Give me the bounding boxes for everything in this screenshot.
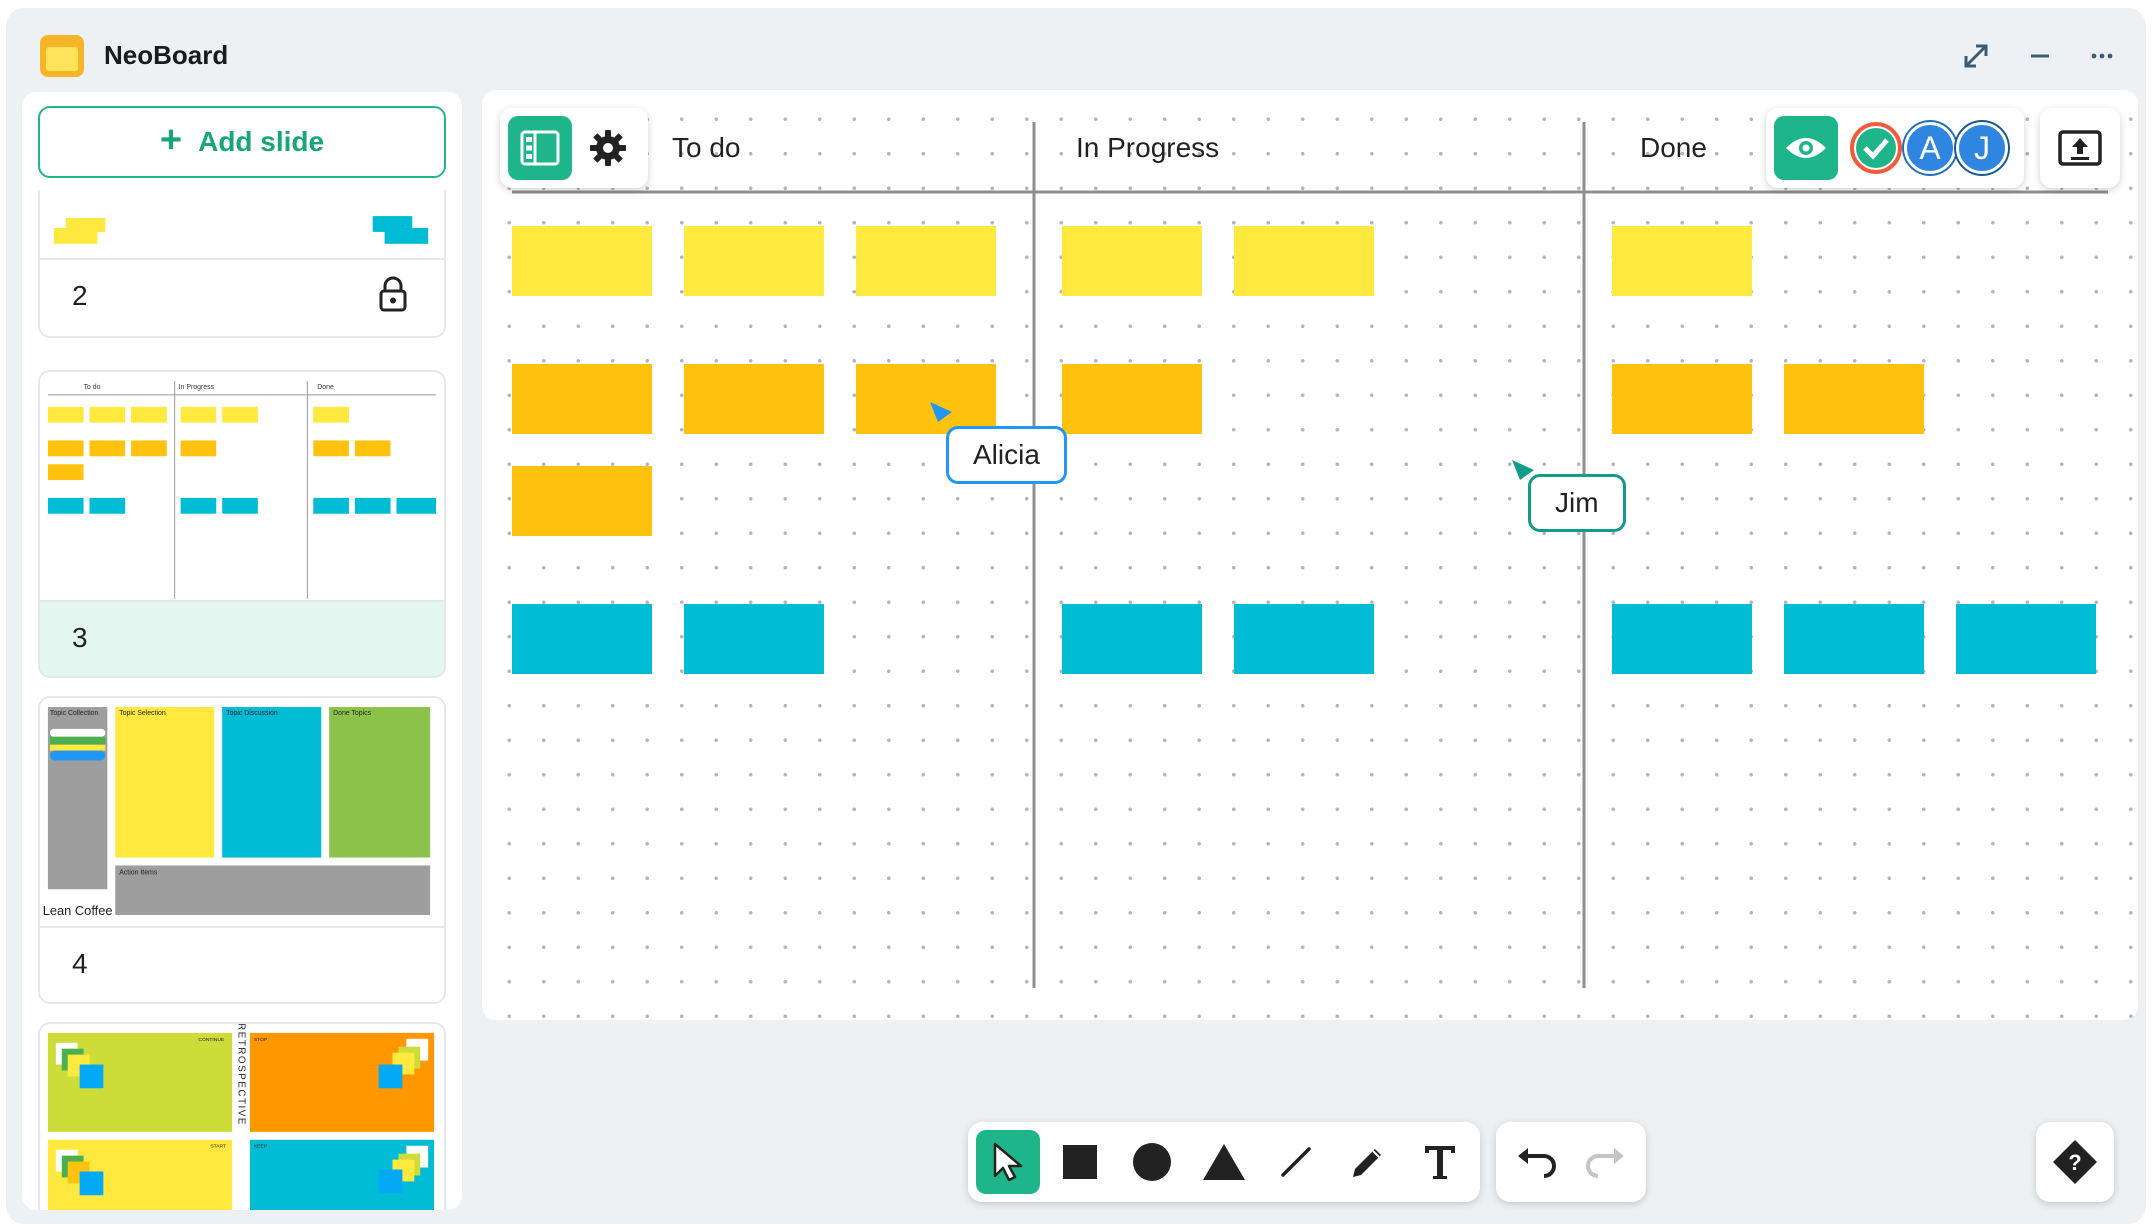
thumb-label: KEEP bbox=[254, 1144, 268, 1150]
cursor-pointer-icon bbox=[930, 402, 952, 422]
drawing-toolbar bbox=[968, 1122, 1480, 1202]
app-title: NeoBoard bbox=[104, 40, 229, 70]
sticky-note[interactable] bbox=[1784, 364, 1924, 434]
thumb-label: Action Items bbox=[119, 869, 158, 876]
sticky-note[interactable] bbox=[684, 364, 824, 434]
app-logo-icon bbox=[40, 35, 84, 77]
line-icon[interactable] bbox=[1264, 1130, 1328, 1194]
slide-item-4[interactable]: Topic Collection Topic Selection Topic D… bbox=[38, 696, 446, 1004]
slide-item-3[interactable]: To do In Progress Done 3 bbox=[38, 370, 446, 678]
slide-item-5[interactable]: CONTINUE STOP START KEEP RETROSPECTIVE bbox=[38, 1022, 446, 1210]
avatar[interactable]: A bbox=[1904, 122, 1956, 174]
redo-icon[interactable] bbox=[1572, 1130, 1636, 1194]
thumb-label: Topic Selection bbox=[119, 710, 166, 717]
svg-text:?: ? bbox=[2068, 1150, 2081, 1175]
checkmark-icon[interactable] bbox=[1850, 122, 1902, 174]
eye-icon[interactable] bbox=[1774, 116, 1838, 180]
sticky-note[interactable] bbox=[684, 226, 824, 296]
rectangle-icon[interactable] bbox=[1048, 1130, 1112, 1194]
slide-thumbnail: CONTINUE STOP START KEEP RETROSPECTIVE bbox=[47, 1024, 435, 1210]
triangle-icon[interactable] bbox=[1192, 1130, 1256, 1194]
sticky-note[interactable] bbox=[1062, 604, 1202, 674]
more-icon[interactable] bbox=[2082, 36, 2122, 76]
thumb-label: CONTINUE bbox=[198, 1037, 224, 1043]
pen-icon[interactable] bbox=[1336, 1130, 1400, 1194]
column-header-done: Done bbox=[1640, 132, 1707, 163]
app-window: NeoBoard + Add slide 2 bbox=[6, 8, 2146, 1224]
column-header-todo: To do bbox=[672, 132, 741, 163]
sticky-note[interactable] bbox=[1234, 604, 1374, 674]
board-grid-lines bbox=[512, 122, 2108, 988]
thumb-label: START bbox=[210, 1144, 226, 1150]
sticky-note[interactable] bbox=[856, 364, 996, 434]
upload-icon[interactable] bbox=[2048, 116, 2112, 180]
undo-icon[interactable] bbox=[1506, 1130, 1570, 1194]
thumb-label: STOP bbox=[254, 1037, 268, 1043]
help-toolbar: ? bbox=[2036, 1122, 2114, 1202]
thumb-label: Topic Collection bbox=[50, 710, 99, 717]
minimize-icon[interactable] bbox=[2020, 36, 2060, 76]
cursor-pointer-icon bbox=[1512, 460, 1534, 480]
sticky-note[interactable] bbox=[1062, 226, 1202, 296]
thumb-label: Topic Discussion bbox=[226, 710, 278, 717]
slides-panel-icon[interactable] bbox=[508, 116, 572, 180]
add-slide-label: Add slide bbox=[198, 126, 325, 157]
select-icon[interactable] bbox=[976, 1130, 1040, 1194]
plus-icon: + bbox=[159, 119, 183, 161]
sticky-note[interactable] bbox=[1612, 226, 1752, 296]
sticky-note[interactable] bbox=[512, 226, 652, 296]
text-icon[interactable] bbox=[1408, 1130, 1472, 1194]
cursor-label-alicia: Alicia bbox=[946, 426, 1067, 484]
board-left-controls bbox=[500, 108, 648, 188]
sticky-note[interactable] bbox=[512, 466, 652, 536]
history-toolbar bbox=[1496, 1122, 1646, 1202]
sticky-note[interactable] bbox=[512, 604, 652, 674]
slides-sidebar: + Add slide 2 To do In Progress Done bbox=[22, 92, 462, 1210]
add-slide-button[interactable]: + Add slide bbox=[38, 106, 446, 178]
thumb-col-progress: In Progress bbox=[179, 384, 215, 391]
column-header-in-progress: In Progress bbox=[1076, 132, 1220, 163]
expand-icon[interactable] bbox=[1956, 36, 1996, 76]
sticky-note[interactable] bbox=[1784, 604, 1924, 674]
slide-thumbnail bbox=[53, 216, 429, 244]
thumb-label: Done Topics bbox=[333, 710, 372, 717]
slide-thumbnail: To do In Progress Done bbox=[47, 381, 437, 599]
slide-number: 2 bbox=[72, 280, 88, 311]
slide-number: 3 bbox=[72, 622, 88, 653]
avatar[interactable]: J bbox=[1956, 122, 2008, 174]
slide-number: 4 bbox=[72, 948, 88, 979]
board-presence-controls: A J bbox=[1766, 108, 2024, 188]
thumb-col-done: Done bbox=[317, 384, 334, 391]
sticky-note[interactable] bbox=[512, 364, 652, 434]
board-canvas[interactable]: To do In Progress Done Alicia Jim bbox=[482, 90, 2138, 1020]
sticky-note[interactable] bbox=[856, 226, 996, 296]
sticky-note[interactable] bbox=[1612, 604, 1752, 674]
gear-icon[interactable] bbox=[576, 116, 640, 180]
help-icon[interactable]: ? bbox=[2043, 1130, 2107, 1194]
thumb-label: Lean Coffee bbox=[43, 903, 113, 918]
cursor-label-jim: Jim bbox=[1528, 474, 1626, 532]
slide-thumbnail: Topic Collection Topic Selection Topic D… bbox=[43, 707, 431, 918]
circle-icon[interactable] bbox=[1120, 1130, 1184, 1194]
thumb-col-todo: To do bbox=[84, 384, 101, 391]
sticky-note[interactable] bbox=[1062, 364, 1202, 434]
sticky-note[interactable] bbox=[1956, 604, 2096, 674]
board-share-controls bbox=[2040, 108, 2120, 188]
title-bar: NeoBoard bbox=[6, 8, 2146, 94]
thumb-retro-text: RETROSPECTIVE bbox=[236, 1024, 247, 1126]
sticky-note[interactable] bbox=[1612, 364, 1752, 434]
sticky-note[interactable] bbox=[684, 604, 824, 674]
sticky-note[interactable] bbox=[1234, 226, 1374, 296]
lock-icon[interactable] bbox=[378, 276, 408, 317]
slide-item-2[interactable]: 2 bbox=[38, 190, 446, 338]
